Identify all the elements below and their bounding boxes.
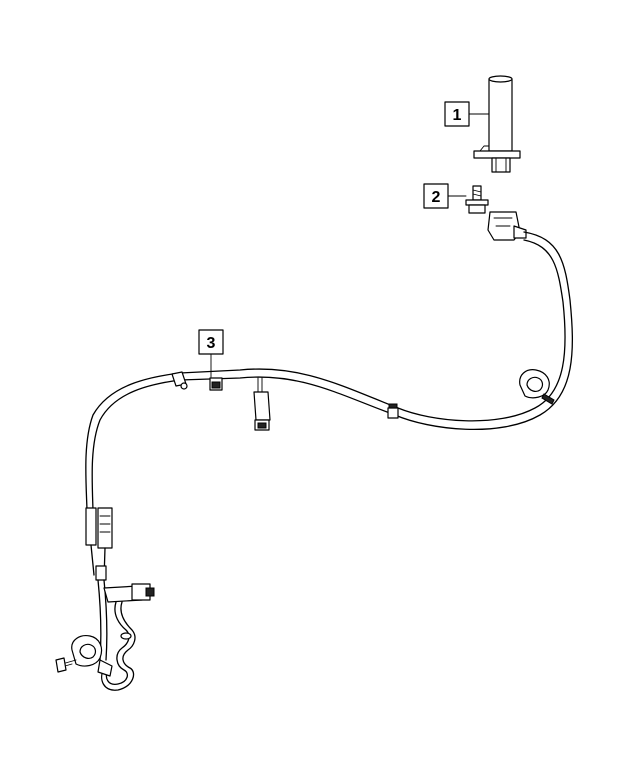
callout-label-3: 3	[207, 335, 216, 352]
bolt-part-2[interactable]	[465, 185, 489, 214]
callout-1[interactable]: 1	[444, 101, 470, 127]
harness-part-3[interactable]	[55, 211, 573, 691]
callout-3[interactable]: 3	[198, 329, 224, 355]
callout-label-2: 2	[432, 189, 441, 206]
callout-label-1: 1	[453, 107, 462, 124]
callout-2[interactable]: 2	[423, 183, 449, 209]
sensor-part-1[interactable]	[473, 75, 521, 173]
